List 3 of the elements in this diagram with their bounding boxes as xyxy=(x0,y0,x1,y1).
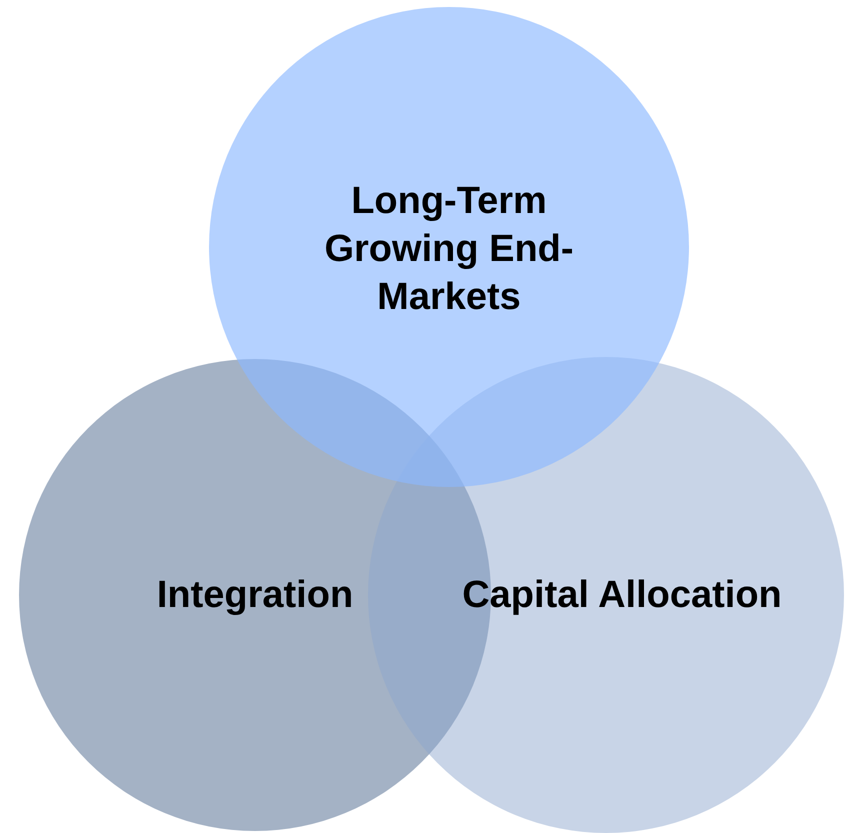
circle-label: Long-Term Growing End-Markets xyxy=(323,179,575,320)
circle-label: Integration xyxy=(156,573,354,618)
circle-label: Capital Allocation xyxy=(461,573,783,618)
